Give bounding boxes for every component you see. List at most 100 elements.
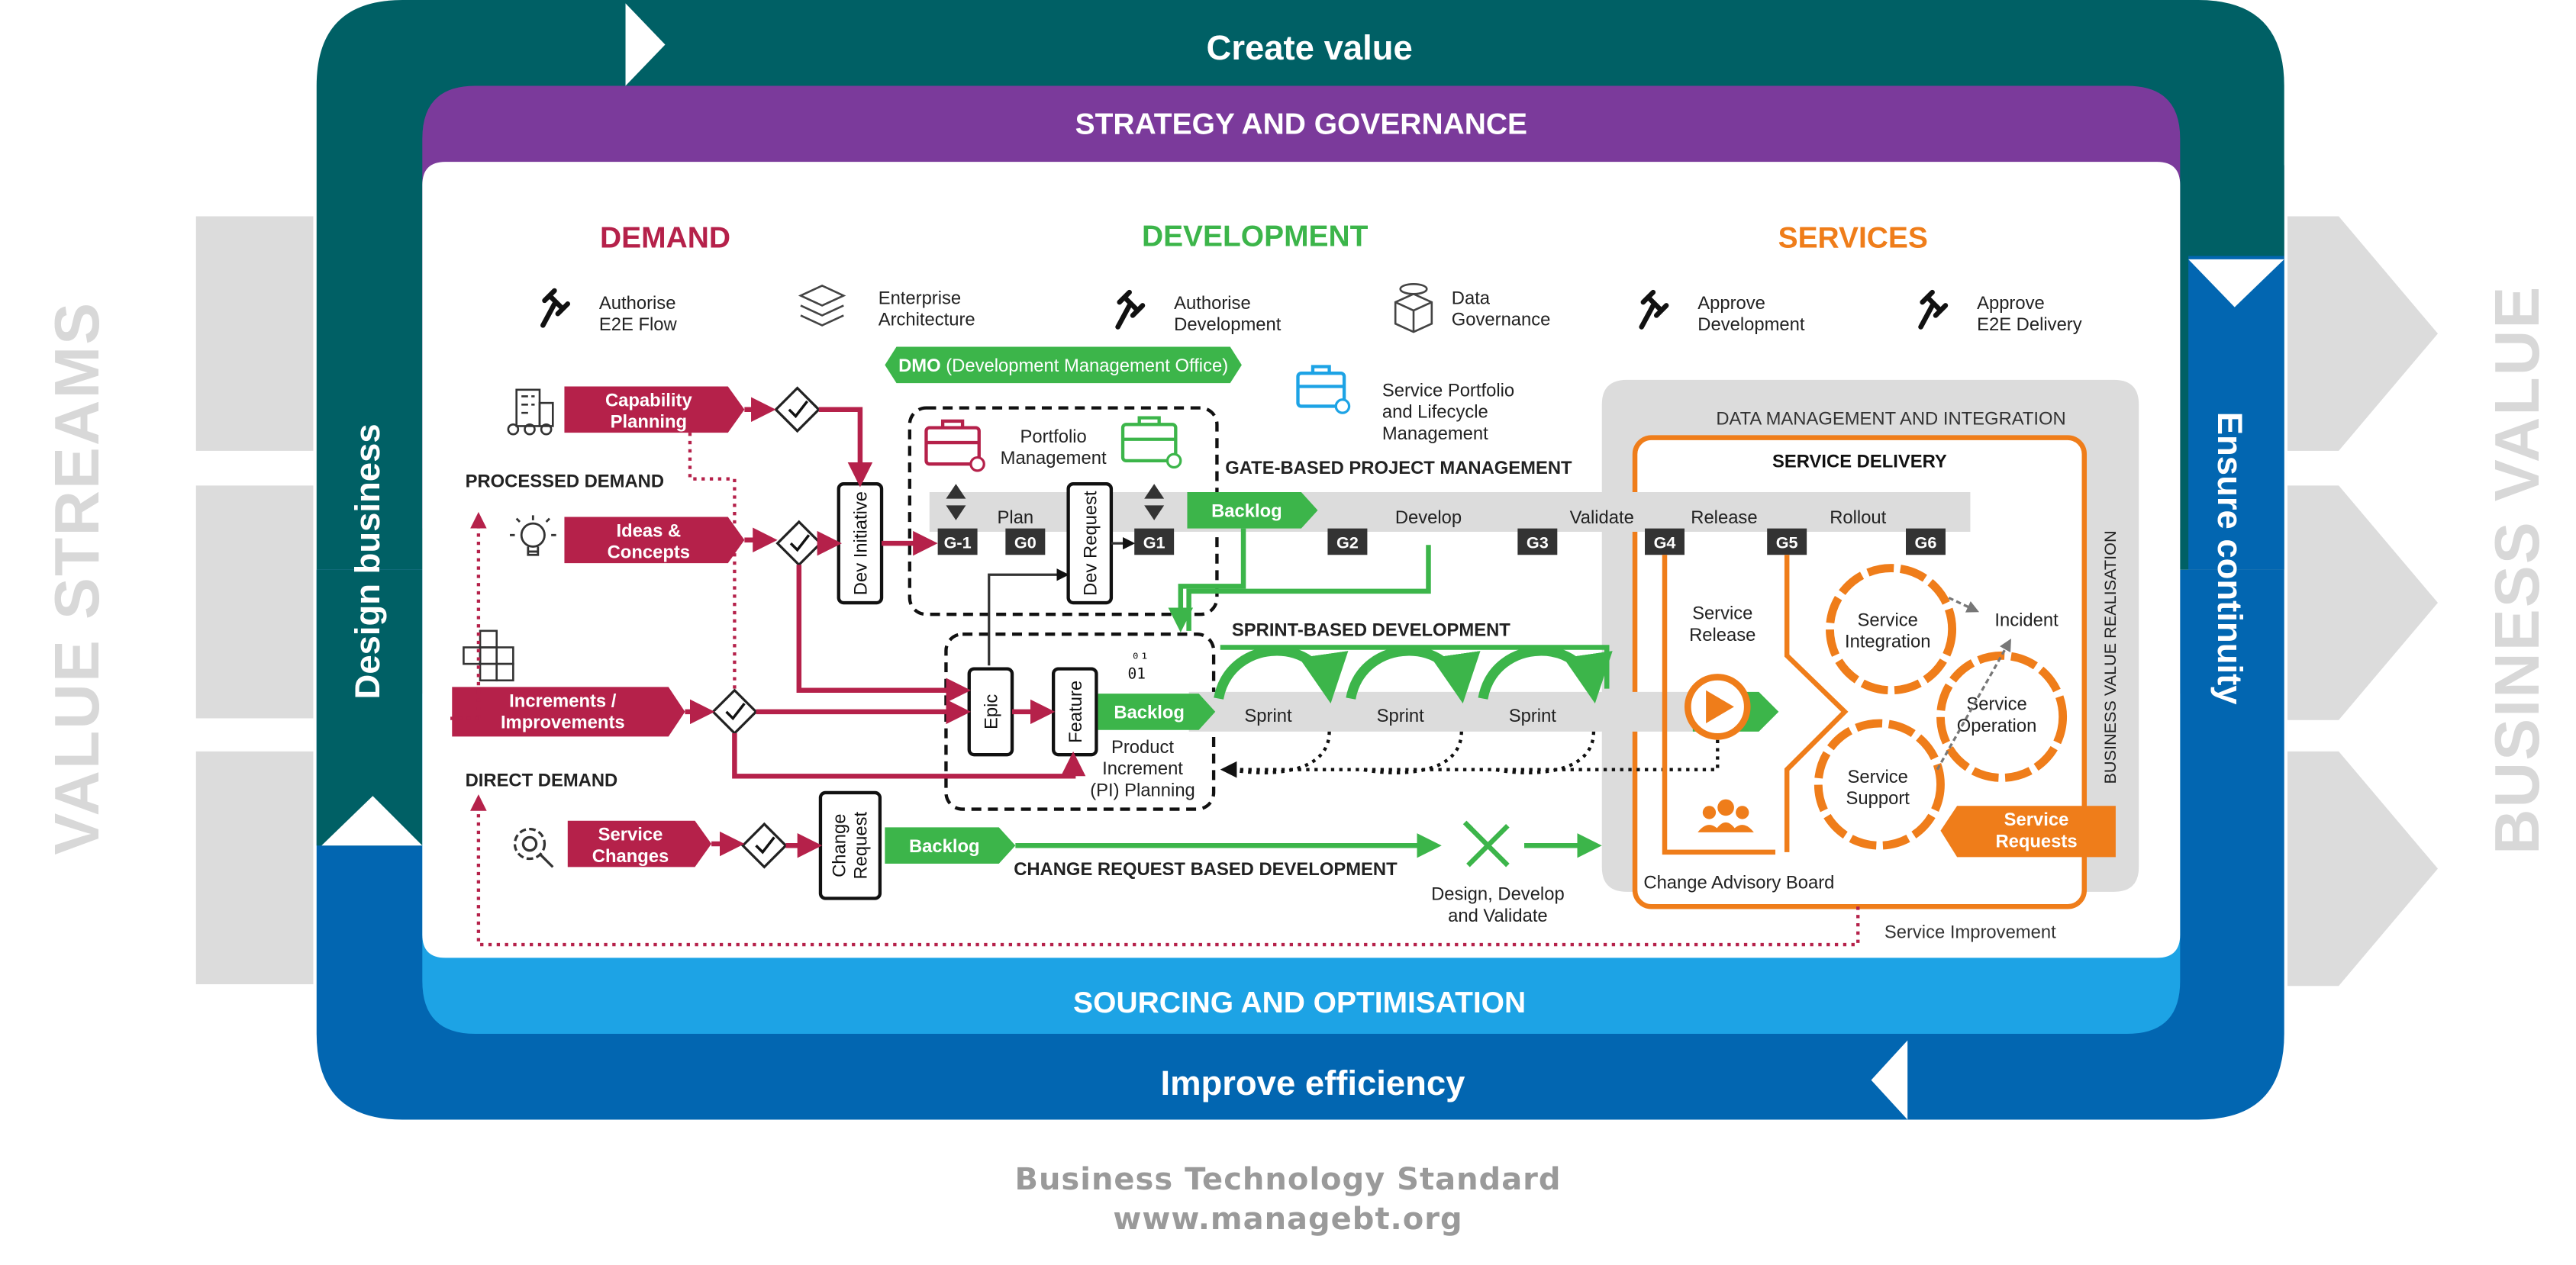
processed-demand-label: PROCESSED DEMAND (466, 472, 664, 492)
development-header: DEVELOPMENT (1142, 220, 1369, 253)
ideas-l1: Ideas & (617, 520, 682, 541)
svg-text:⁰¹: ⁰¹ (1131, 650, 1149, 668)
service-support-l2: Support (1846, 788, 1910, 809)
decision-diamond-1 (774, 386, 821, 433)
gavel-icon (1918, 289, 1949, 330)
demand-increments: Increments / Improvements (452, 687, 685, 737)
sprint-2-label: Sprint (1377, 706, 1425, 726)
gov-item-3-l2: Development (1174, 314, 1282, 335)
pi-planning-l1: Product (1111, 737, 1174, 758)
backlog-sprint-label: Backlog (1114, 703, 1185, 723)
create-value-label: Create value (1207, 28, 1413, 67)
gate-based-label: GATE-BASED PROJECT MANAGEMENT (1225, 458, 1572, 478)
building-icon (507, 388, 554, 436)
demand-flow-lines (685, 397, 1086, 858)
black-connectors (988, 537, 1136, 666)
pi-planning-l3: (PI) Planning (1090, 780, 1195, 800)
design-develop-l2: and Validate (1448, 906, 1548, 926)
service-support-l1: Service (1848, 767, 1908, 787)
service-changes-l1: Service (598, 825, 663, 845)
gov-item-1-l1: Authorise (599, 293, 676, 314)
gate-row-validate: Validate (1570, 507, 1634, 528)
demand-dotted-lines (450, 433, 1860, 947)
pencil-ruler-icon (1462, 820, 1510, 867)
left-chevrons (195, 216, 314, 985)
value-streams-label: VALUE STREAMS (43, 301, 112, 855)
ideas-l2: Concepts (608, 542, 690, 563)
service-requests-l2: Requests (1995, 831, 2077, 851)
decision-diamonds (711, 386, 823, 869)
gov-item-3-l1: Authorise (1174, 293, 1251, 314)
gov-item-4-l1: Data (1452, 288, 1491, 308)
people-icon (1697, 799, 1754, 832)
updown-arrow-icon (946, 484, 1165, 520)
service-release-l2: Release (1689, 625, 1755, 645)
gate-box-g-1 (937, 528, 978, 555)
capability-l1: Capability (605, 390, 692, 410)
gate-label-g3: G3 (1527, 533, 1549, 552)
gate-row-release: Release (1691, 507, 1757, 528)
footer: Business Technology Standard www.manageb… (0, 1160, 2576, 1239)
sourcing-optimisation-label: SOURCING AND OPTIMISATION (1073, 987, 1526, 1019)
briefcase-icon (1296, 365, 1351, 414)
service-requests-l1: Service (2004, 810, 2069, 830)
gov-item-2-l2: Architecture (879, 309, 975, 330)
strategy-governance-label: STRATEGY AND GOVERNANCE (1075, 108, 1527, 140)
decision-diamond-4 (740, 822, 788, 869)
demand-service-changes: Service Changes (567, 820, 712, 867)
capability-l2: Planning (611, 412, 687, 433)
governance-row: Authorise E2E Flow Enterprise Architectu… (540, 282, 2082, 335)
sprint-1-label: Sprint (1244, 706, 1292, 726)
service-integration-l1: Service (1858, 610, 1918, 630)
gate-label-g2: G2 (1336, 533, 1359, 552)
change-based-label: CHANGE REQUEST BASED DEVELOPMENT (1014, 859, 1398, 880)
gate-box-g5 (1767, 528, 1807, 555)
business-value-label: BUSINESS VALUE (2483, 285, 2552, 855)
gate-row-plan: Plan (998, 507, 1034, 528)
increments-l2: Improvements (501, 713, 625, 733)
design-business-label: Design business (348, 423, 387, 699)
backlog-sprint-arrow (1098, 694, 1216, 730)
play-icon (1684, 674, 1751, 740)
portfolio-briefcase-red-icon (924, 419, 985, 472)
gate-box-g6 (1906, 528, 1946, 555)
improve-efficiency-label: Improve efficiency (1160, 1064, 1465, 1102)
gate-label-g0: G0 (1014, 533, 1037, 552)
gate-box-g2 (1327, 528, 1368, 555)
gate-box-g1 (1134, 528, 1175, 555)
gavel-icon (540, 288, 571, 328)
demand-capability: Capability Planning (564, 386, 745, 433)
gate-label-g4: G4 (1654, 533, 1676, 552)
backlog-gate-arrow (1187, 492, 1318, 529)
incident-arrows (1936, 597, 2011, 771)
svg-text:DMO (Development Management Of: DMO (Development Management Office) (898, 356, 1228, 376)
gate-box-g3 (1517, 528, 1558, 555)
pi-planning-l2: Increment (1102, 758, 1183, 779)
gate-label-g5: G5 (1776, 533, 1798, 552)
cab-label: Change Advisory Board (1643, 872, 1834, 893)
feature-label: Feature (1066, 681, 1086, 743)
ensure-continuity-label: Ensure continuity (2210, 412, 2249, 705)
service-cycle (1814, 564, 2068, 850)
design-develop-l1: Design, Develop (1431, 884, 1565, 905)
service-portfolio-l3: Management (1382, 423, 1488, 444)
service-portfolio-l2: and Lifecycle (1382, 402, 1488, 423)
portfolio-briefcase-green-icon (1120, 416, 1182, 469)
service-integration-l2: Integration (1845, 631, 1930, 652)
change-request-l2: Request (851, 812, 872, 880)
sprint-based-label: SPRINT-BASED DEVELOPMENT (1232, 620, 1510, 640)
gavel-icon (1639, 289, 1669, 330)
direct-demand-label: DIRECT DEMAND (466, 770, 618, 790)
dev-initiative-label: Dev Initiative (851, 491, 872, 595)
right-chevrons (2287, 216, 2438, 987)
sprint-loops (1214, 645, 1613, 703)
backlog-gate-label: Backlog (1211, 501, 1282, 521)
backlog-change-label: Backlog (909, 836, 980, 857)
footer-url[interactable]: www.managebt.org (1113, 1202, 1463, 1237)
gate-box-g0 (1005, 528, 1046, 555)
portfolio-management-l2: Management (1001, 448, 1107, 468)
gate-box-g4 (1645, 528, 1685, 555)
service-requests-arrow (1940, 806, 2116, 858)
